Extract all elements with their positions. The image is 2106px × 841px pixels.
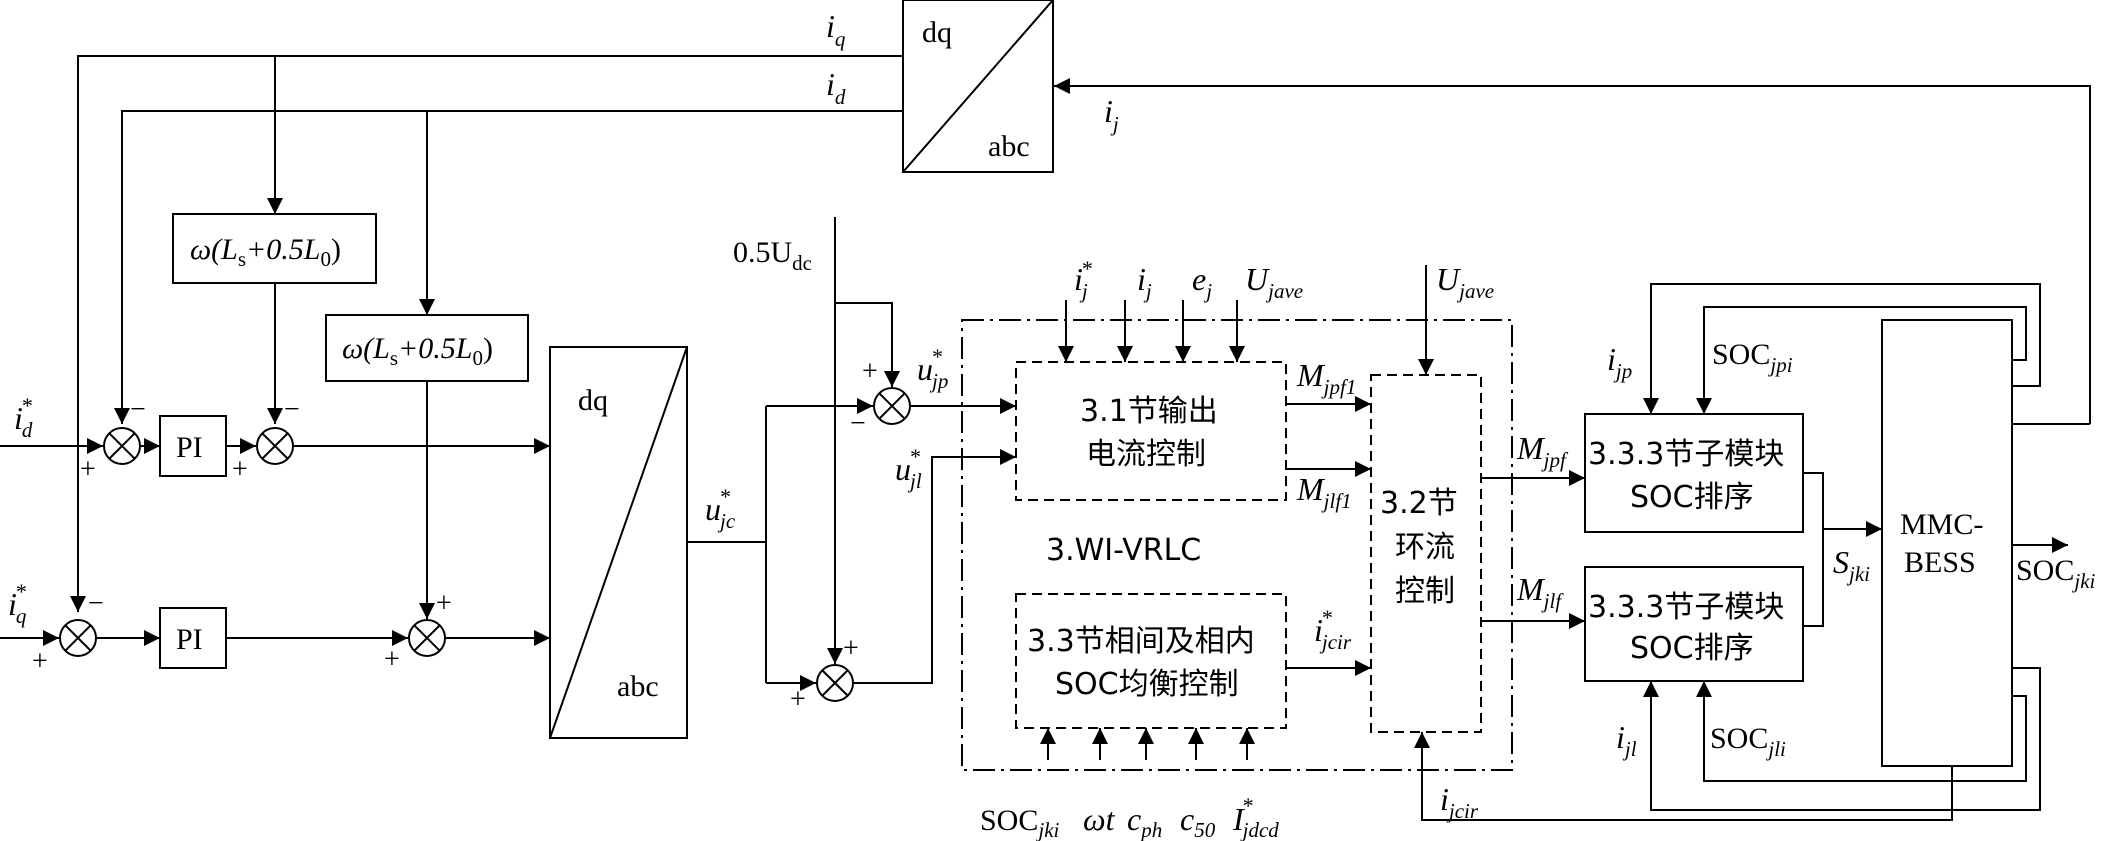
svg-text:3.2节: 3.2节 [1380,486,1458,521]
svg-text:+: + [436,588,452,619]
label-ijl: ijl [1616,719,1637,761]
dq-label: dq [922,16,952,49]
svg-text:3.3.3节子模块: 3.3.3节子模块 [1588,437,1784,472]
label-ijcir-feedback: ijcir [1440,781,1479,823]
svg-text:PI: PI [176,431,203,464]
label-ujl-ref: u*jl [895,444,922,493]
mmc-bess-block: MMC- BESS [1881,319,2013,767]
label-input-ujave: Ujave [1245,261,1303,303]
label-id-ref: i*d [14,393,33,442]
svg-text:SOC排序: SOC排序 [1630,631,1754,666]
label-bottom-ijdcd-ref: I*jdcd [1232,793,1279,841]
svg-text:3.3.3节子模块: 3.3.3节子模块 [1588,590,1784,625]
label-mjpf: Mjpf [1516,430,1569,472]
label-input-ujave-2: Ujave [1436,261,1494,303]
label-id-feedback: id [826,66,846,109]
label-bottom-socjki: SOCjki [980,804,1060,841]
svg-text:SOC排序: SOC排序 [1630,480,1754,515]
output-current-control-block: 3.1节输出 电流控制 [1015,361,1287,501]
svg-text:3.1节输出: 3.1节输出 [1080,394,1218,429]
svg-text:−: − [88,588,104,619]
label-ujc-ref: u*jc [705,484,736,533]
label-socjki-output: SOCjki [2016,554,2096,593]
label-ijcir-ref: i*jcir [1314,605,1352,654]
summer-id-decouple [256,427,294,465]
label-socjli: SOCjli [1710,722,1786,761]
wi-vrlc-region [961,319,1513,771]
dq-abc-transform-top: dq abc [902,0,1054,173]
label-ujp-ref: u*jp [917,344,948,393]
submodule-soc-sort-block-upper: 3.3.3节子模块 SOC排序 [1584,413,1804,533]
label-udc: 0.5Udc [733,236,812,275]
wires [0,55,2091,821]
summer-id [103,427,141,465]
dq-abc-transform-mid: dq abc [549,346,688,739]
summer-ujl [816,664,854,702]
label-sjki: Sjki [1833,544,1870,586]
svg-text:−: − [284,394,300,425]
svg-text:+: + [80,454,96,485]
summer-iq-decouple [408,619,446,657]
signal-labels: iq id ij i*d i*q 0.5Udc u*jp u*jl u*jc i… [8,8,2096,841]
svg-text:−: − [130,394,146,425]
label-iq-ref: i*q [8,579,27,628]
label-bottom-c50: c50 [1180,801,1216,841]
label-bottom-cph: cph [1127,801,1162,841]
label-socjpi: SOCjpi [1712,338,1793,377]
svg-text:电流控制: 电流控制 [1086,437,1206,472]
svg-text:PI: PI [176,623,203,656]
svg-text:+: + [232,454,248,485]
svg-text:BESS: BESS [1904,546,1976,579]
label-input-ij-ref: i*j [1074,256,1092,303]
label-mjlf: Mjlf [1516,571,1564,613]
svg-text:3.3节相间及相内: 3.3节相间及相内 [1027,624,1255,659]
svg-text:+: + [32,646,48,677]
summer-signs: − + − + − + + + + − + + [32,356,878,715]
svg-text:SOC均衡控制: SOC均衡控制 [1055,667,1239,702]
label-input-ej: ej [1192,261,1212,303]
label-input-ij: ij [1137,261,1152,303]
label-ijp: ijp [1607,341,1632,383]
abc-label: abc [988,130,1030,163]
pi-controller-d: PI [159,415,227,477]
pi-controller-q: PI [159,607,227,669]
circulating-current-control-block: 3.2节 环流 控制 [1370,374,1482,733]
svg-text:+: + [862,356,878,387]
svg-text:ω(Ls+0.5L0): ω(Ls+0.5L0) [342,332,493,370]
svg-text:dq: dq [578,384,608,417]
label-iq-feedback: iq [826,8,846,51]
svg-text:abc: abc [617,670,659,703]
soc-balance-control-block: 3.3节相间及相内 SOC均衡控制 [1015,593,1287,729]
label-mjpf1: Mjpf1 [1296,357,1356,399]
svg-text:MMC-: MMC- [1900,508,1983,541]
wi-vrlc-label: 3.WI-VRLC [1046,533,1201,568]
svg-text:+: + [384,644,400,675]
omega-block-1: ω(Ls+0.5L0) [172,213,377,284]
svg-text:控制: 控制 [1395,574,1455,609]
label-mjlf1: Mjlf1 [1296,471,1352,513]
svg-text:+: + [790,684,806,715]
svg-text:ω(Ls+0.5L0): ω(Ls+0.5L0) [190,233,341,271]
submodule-soc-sort-block-lower: 3.3.3节子模块 SOC排序 [1584,566,1804,682]
svg-text:环流: 环流 [1395,530,1455,565]
svg-text:+: + [843,633,859,664]
summer-iq [59,619,97,657]
omega-block-2: ω(Ls+0.5L0) [325,314,529,382]
label-ij-feedback: ij [1104,93,1119,136]
svg-text:−: − [850,408,866,439]
summer-ujp [873,387,911,425]
label-bottom-omega-t: ωt [1083,801,1116,837]
